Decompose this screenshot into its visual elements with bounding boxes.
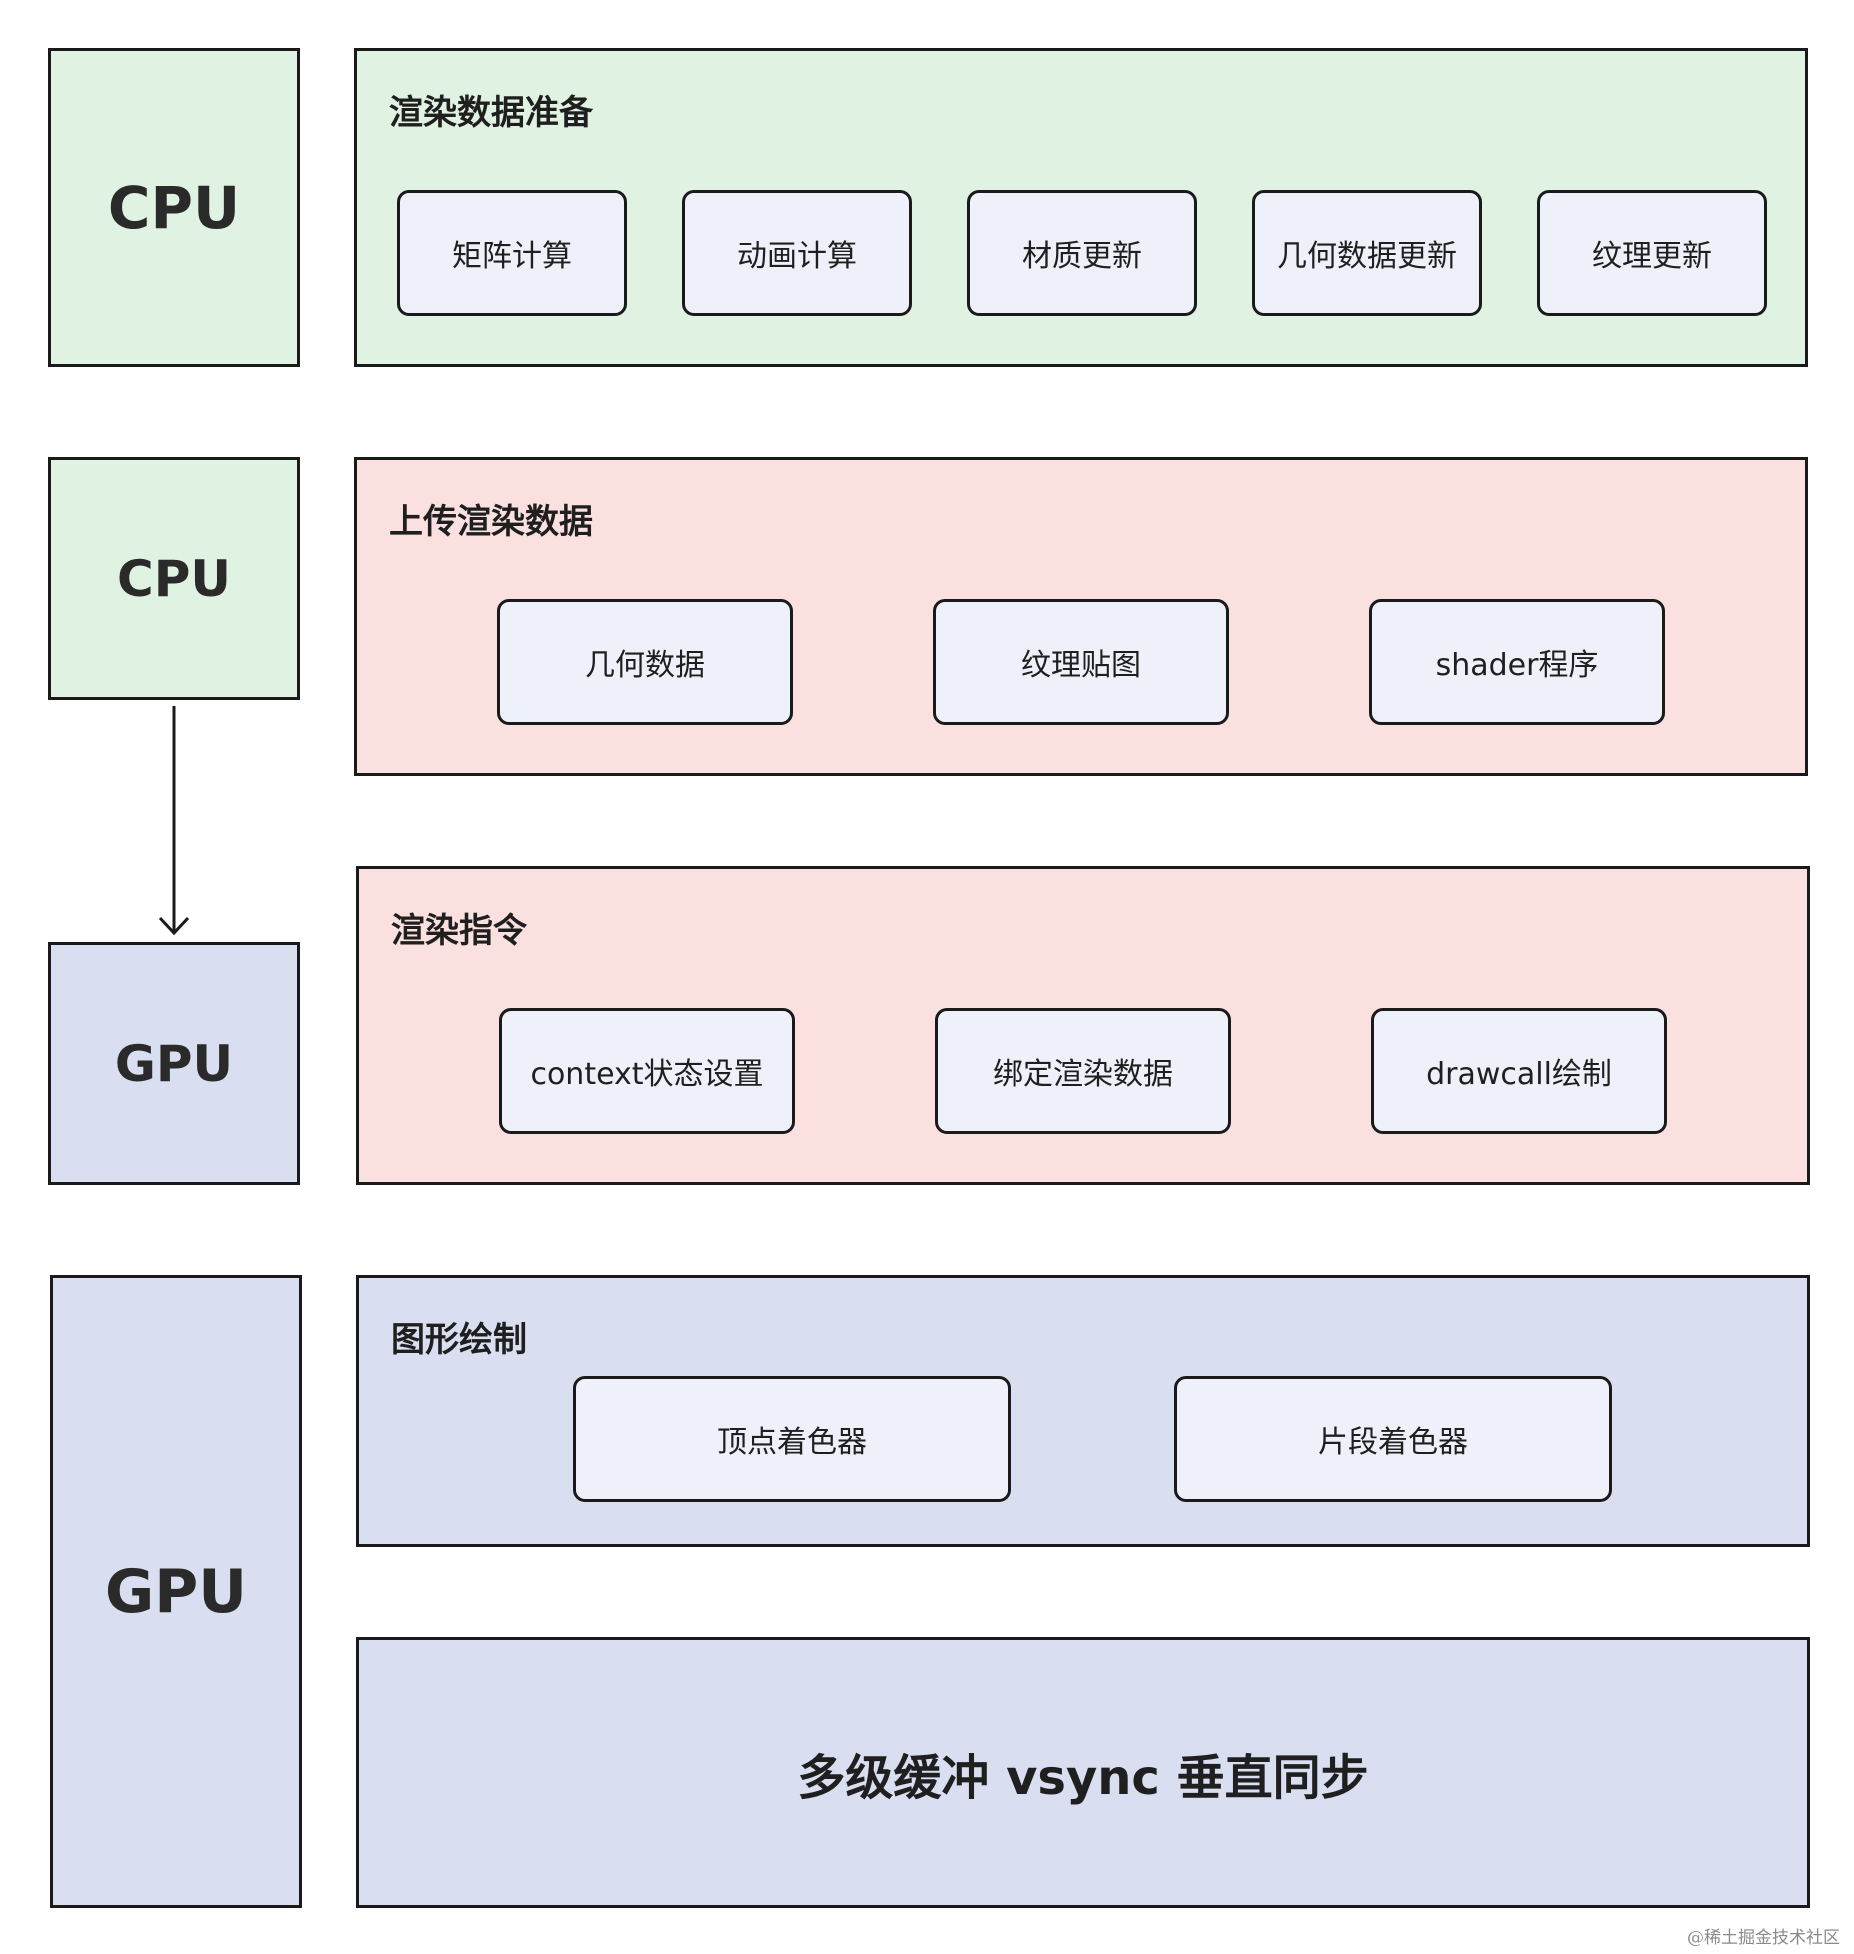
- stage-title: 上传渲染数据: [389, 502, 593, 542]
- item-vertex-shader: 顶点着色器: [573, 1376, 1011, 1502]
- stage-title: 图形绘制: [391, 1320, 527, 1360]
- stage-graphics-drawing: 图形绘制 顶点着色器 片段着色器: [356, 1275, 1810, 1547]
- item-material-update: 材质更新: [967, 190, 1197, 316]
- item-texture-update: 纹理更新: [1537, 190, 1767, 316]
- gpu-unit-label: GPU: [114, 1034, 234, 1093]
- item-context-state: context状态设置: [499, 1008, 795, 1134]
- item-geometry-data: 几何数据: [497, 599, 793, 725]
- cpu-unit-upload: CPU: [48, 457, 300, 700]
- item-fragment-shader: 片段着色器: [1174, 1376, 1612, 1502]
- cpu-unit-prepare: CPU: [48, 48, 300, 367]
- stage-title: 渲染数据准备: [389, 93, 593, 133]
- gpu-unit-drawing: GPU: [50, 1275, 302, 1908]
- stage-vsync: 多级缓冲 vsync 垂直同步: [356, 1637, 1810, 1908]
- source-credit: @稀土掘金技术社区: [1687, 1928, 1840, 1948]
- cpu-to-gpu-arrow: [158, 706, 190, 936]
- gpu-unit-commands: GPU: [48, 942, 300, 1185]
- gpu-unit-label: GPU: [105, 1556, 247, 1627]
- stage-render-data-prepare: 渲染数据准备 矩阵计算 动画计算 材质更新 几何数据更新 纹理更新: [354, 48, 1808, 367]
- stage-render-commands: 渲染指令 context状态设置 绑定渲染数据 drawcall绘制: [356, 866, 1810, 1185]
- cpu-unit-label: CPU: [117, 549, 231, 608]
- item-animation-compute: 动画计算: [682, 190, 912, 316]
- item-matrix-compute: 矩阵计算: [397, 190, 627, 316]
- cpu-unit-label: CPU: [107, 173, 241, 242]
- item-drawcall: drawcall绘制: [1371, 1008, 1667, 1134]
- stage-title: 渲染指令: [391, 911, 527, 951]
- item-shader-program: shader程序: [1369, 599, 1665, 725]
- item-geometry-update: 几何数据更新: [1252, 190, 1482, 316]
- item-texture-map: 纹理贴图: [933, 599, 1229, 725]
- vsync-label: 多级缓冲 vsync 垂直同步: [797, 1749, 1369, 1806]
- item-bind-render-data: 绑定渲染数据: [935, 1008, 1231, 1134]
- stage-upload-render-data: 上传渲染数据 几何数据 纹理贴图 shader程序: [354, 457, 1808, 776]
